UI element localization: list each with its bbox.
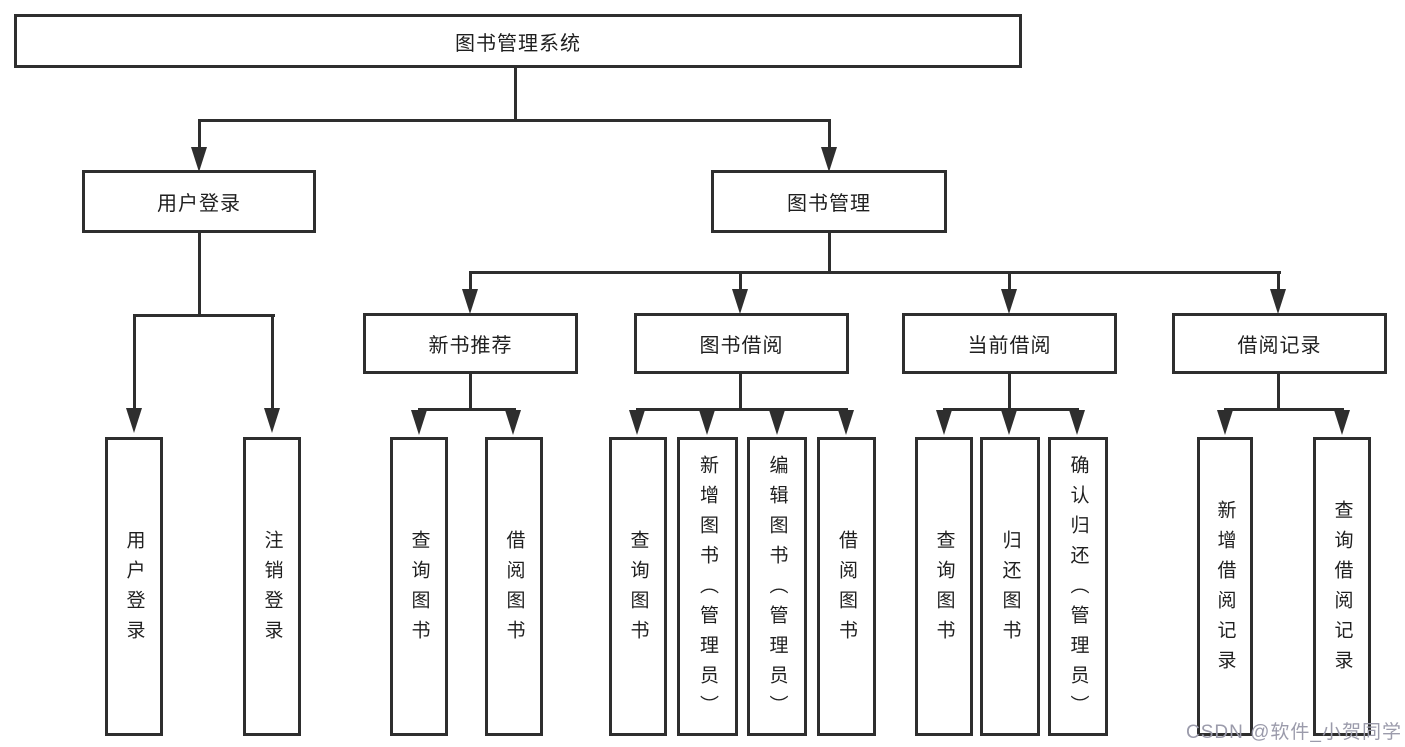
arrow-to-new-book-recommendation: [462, 289, 478, 314]
leaf-nb-borrow-books: 借阅图书: [485, 437, 543, 736]
arrow-to-book-management: [821, 147, 837, 172]
node-current-borrowing: 当前借阅: [902, 313, 1117, 374]
connector-l3-drop-2: [739, 271, 742, 290]
leaf-bb-add-book-admin: 新增图书（管理员）: [677, 437, 738, 736]
connector-l2-split: [198, 119, 831, 122]
arrow-to-user-login: [191, 147, 207, 172]
node-book-management: 图书管理: [711, 170, 947, 233]
leaf-bb-edit-book-admin: 编辑图书（管理员）: [747, 437, 807, 736]
leaf-label: 查询借阅记录: [1331, 499, 1353, 680]
connector-user-login-stem: [198, 233, 201, 317]
node-label: 当前借阅: [967, 335, 1052, 357]
arrow-to-cb-query: [936, 410, 952, 435]
node-library-management-system: 图书管理系统: [14, 14, 1022, 68]
connector-l3-drop-1: [469, 271, 472, 290]
node-label: 借阅记录: [1237, 335, 1322, 357]
leaf-user-login: 用户登录: [105, 437, 163, 736]
arrow-to-cb-confirm: [1069, 410, 1085, 435]
leaf-label: 查询图书: [627, 529, 649, 650]
arrow-to-nb-borrow: [505, 410, 521, 435]
arrow-to-bb-borrow: [838, 410, 854, 435]
arrow-to-bb-query: [629, 410, 645, 435]
connector-l3-split: [469, 271, 1281, 274]
leaf-br-query-record: 查询借阅记录: [1313, 437, 1371, 736]
node-book-borrowing: 图书借阅: [634, 313, 849, 374]
leaf-bb-query-books: 查询图书: [609, 437, 667, 736]
connector-l3-drop-3: [1008, 271, 1011, 290]
leaf-cb-query-books: 查询图书: [915, 437, 973, 736]
connector-user-login-left-drop: [133, 314, 136, 409]
leaf-label: 用户登录: [123, 529, 145, 650]
leaf-label: 归还图书: [999, 529, 1021, 650]
arrow-to-leaf-user-login: [126, 408, 142, 433]
arrow-to-bb-add: [699, 410, 715, 435]
leaf-label: 查询图书: [933, 529, 955, 650]
connector-br-stem: [1277, 372, 1280, 411]
leaf-label: 确认归还（管理员）: [1067, 454, 1089, 725]
connector-cb-split: [943, 408, 1079, 411]
leaf-label: 新增图书（管理员）: [697, 454, 718, 725]
csdn-watermark: CSDN @软件_小贺同学: [1186, 722, 1402, 743]
leaf-label: 注销登录: [261, 529, 283, 650]
leaf-br-add-record: 新增借阅记录: [1197, 437, 1253, 736]
arrow-to-current-borrowing: [1001, 289, 1017, 314]
node-label: 用户登录: [157, 193, 241, 215]
leaf-logout: 注销登录: [243, 437, 301, 736]
leaf-label: 编辑图书（管理员）: [766, 454, 788, 725]
connector-bb-stem: [739, 372, 742, 411]
arrow-to-br-query: [1334, 410, 1350, 435]
connector-book-management-stem: [828, 233, 831, 274]
leaf-label: 借阅图书: [836, 529, 857, 650]
connector-l2-right-drop: [828, 119, 831, 148]
connector-l3-drop-4: [1277, 271, 1280, 290]
node-label: 图书借阅: [699, 335, 784, 357]
connector-nb-split: [418, 408, 516, 411]
connector-user-login-right-drop: [271, 314, 274, 409]
leaf-label: 新增借阅记录: [1214, 499, 1236, 680]
node-label: 新书推荐: [428, 335, 513, 357]
node-user-login: 用户登录: [82, 170, 316, 233]
arrow-to-cb-return: [1001, 410, 1017, 435]
connector-br-split: [1224, 408, 1344, 411]
arrow-to-nb-query: [411, 410, 427, 435]
leaf-label: 查询图书: [408, 529, 430, 650]
arrow-to-br-add: [1217, 410, 1233, 435]
leaf-bb-borrow-books: 借阅图书: [817, 437, 876, 736]
connector-nb-stem: [469, 372, 472, 411]
connector-l2-left-drop: [198, 119, 201, 148]
arrow-to-borrowing-records: [1270, 289, 1286, 314]
leaf-cb-confirm-return-admin: 确认归还（管理员）: [1048, 437, 1108, 736]
connector-bb-split: [636, 408, 848, 411]
connector-root-stem: [514, 66, 517, 119]
leaf-cb-return-books: 归还图书: [980, 437, 1040, 736]
connector-user-login-split: [133, 314, 275, 317]
node-label: 图书管理系统: [455, 32, 581, 55]
arrow-to-book-borrowing: [732, 289, 748, 314]
arrow-to-leaf-logout: [264, 408, 280, 433]
node-label: 图书管理: [787, 193, 871, 215]
node-borrowing-records: 借阅记录: [1172, 313, 1387, 374]
connector-cb-stem: [1008, 372, 1011, 411]
node-new-book-recommendation: 新书推荐: [363, 313, 578, 374]
leaf-nb-query-books: 查询图书: [390, 437, 448, 736]
leaf-label: 借阅图书: [503, 529, 525, 650]
arrow-to-bb-edit: [769, 410, 785, 435]
